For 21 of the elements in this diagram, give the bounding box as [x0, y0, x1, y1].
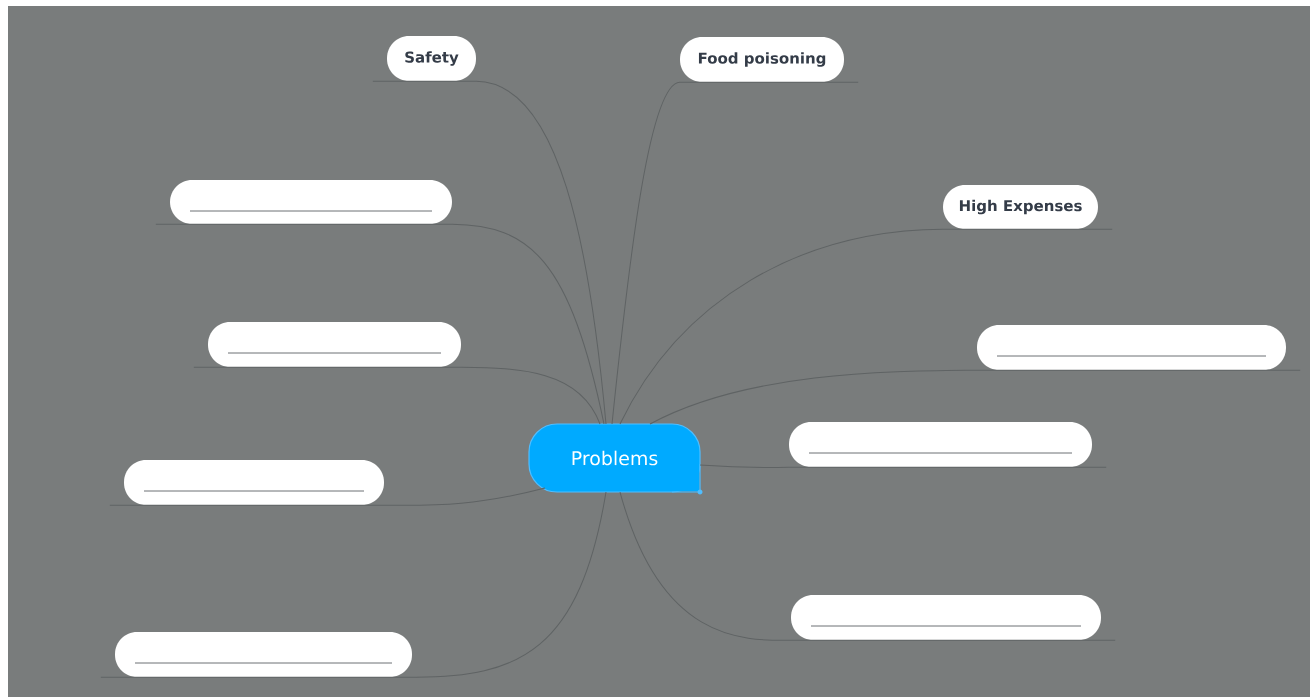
branch-line — [699, 464, 1107, 469]
branch-line — [619, 491, 1116, 641]
branch-line — [372, 80, 607, 425]
branch-line — [193, 366, 601, 425]
fill-in-box — [208, 322, 461, 367]
fill-in-box — [124, 460, 384, 505]
branch-line — [100, 491, 607, 678]
fill-in-box — [170, 180, 452, 224]
branch-line — [611, 81, 859, 425]
topic-box: Food poisoning — [680, 37, 844, 82]
topic-bubble: Problems — [528, 423, 703, 495]
branch-line — [619, 228, 1113, 425]
branch-line — [109, 487, 546, 506]
topic-box: High Expenses — [943, 185, 1098, 229]
fill-in-box — [791, 595, 1101, 640]
branch-line — [155, 223, 605, 425]
fill-in-box — [789, 422, 1092, 467]
branch-line — [649, 369, 1301, 425]
fill-in-box — [977, 325, 1286, 370]
fill-in-box — [115, 632, 412, 677]
topic-box: Safety — [387, 36, 476, 81]
